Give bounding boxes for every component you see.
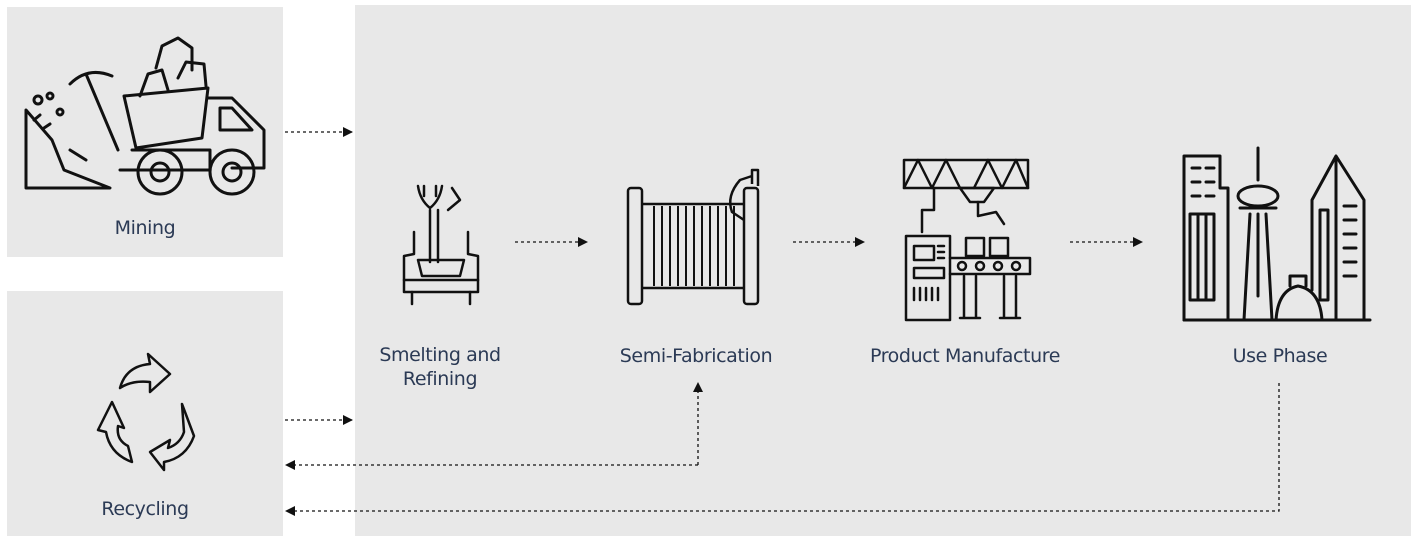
value-chain-panel	[355, 5, 1411, 536]
stage-label-product-manufacture: Product Manufacture	[869, 345, 1061, 367]
stage-label-use-phase: Use Phase	[1232, 345, 1328, 367]
arrow-eol-to-recycling	[285, 383, 1280, 516]
stage-label-recycling: Recycling	[101, 498, 189, 520]
recycling-panel	[7, 291, 283, 536]
mining-panel	[7, 7, 283, 257]
wire-spool-icon	[626, 168, 760, 306]
recycle-arrows-icon	[96, 352, 196, 472]
city-skyline-icon	[1182, 146, 1372, 322]
factory-assembly-line-icon	[902, 158, 1032, 322]
mining-truck-pickaxe-icon	[24, 36, 266, 196]
ladle-pouring-icon	[402, 184, 480, 306]
stage-label-semi-fabrication: Semi-Fabrication	[619, 345, 773, 367]
stage-label-mining: Mining	[114, 217, 176, 239]
stage-label-smelting: Smelting and Refining	[379, 344, 501, 390]
